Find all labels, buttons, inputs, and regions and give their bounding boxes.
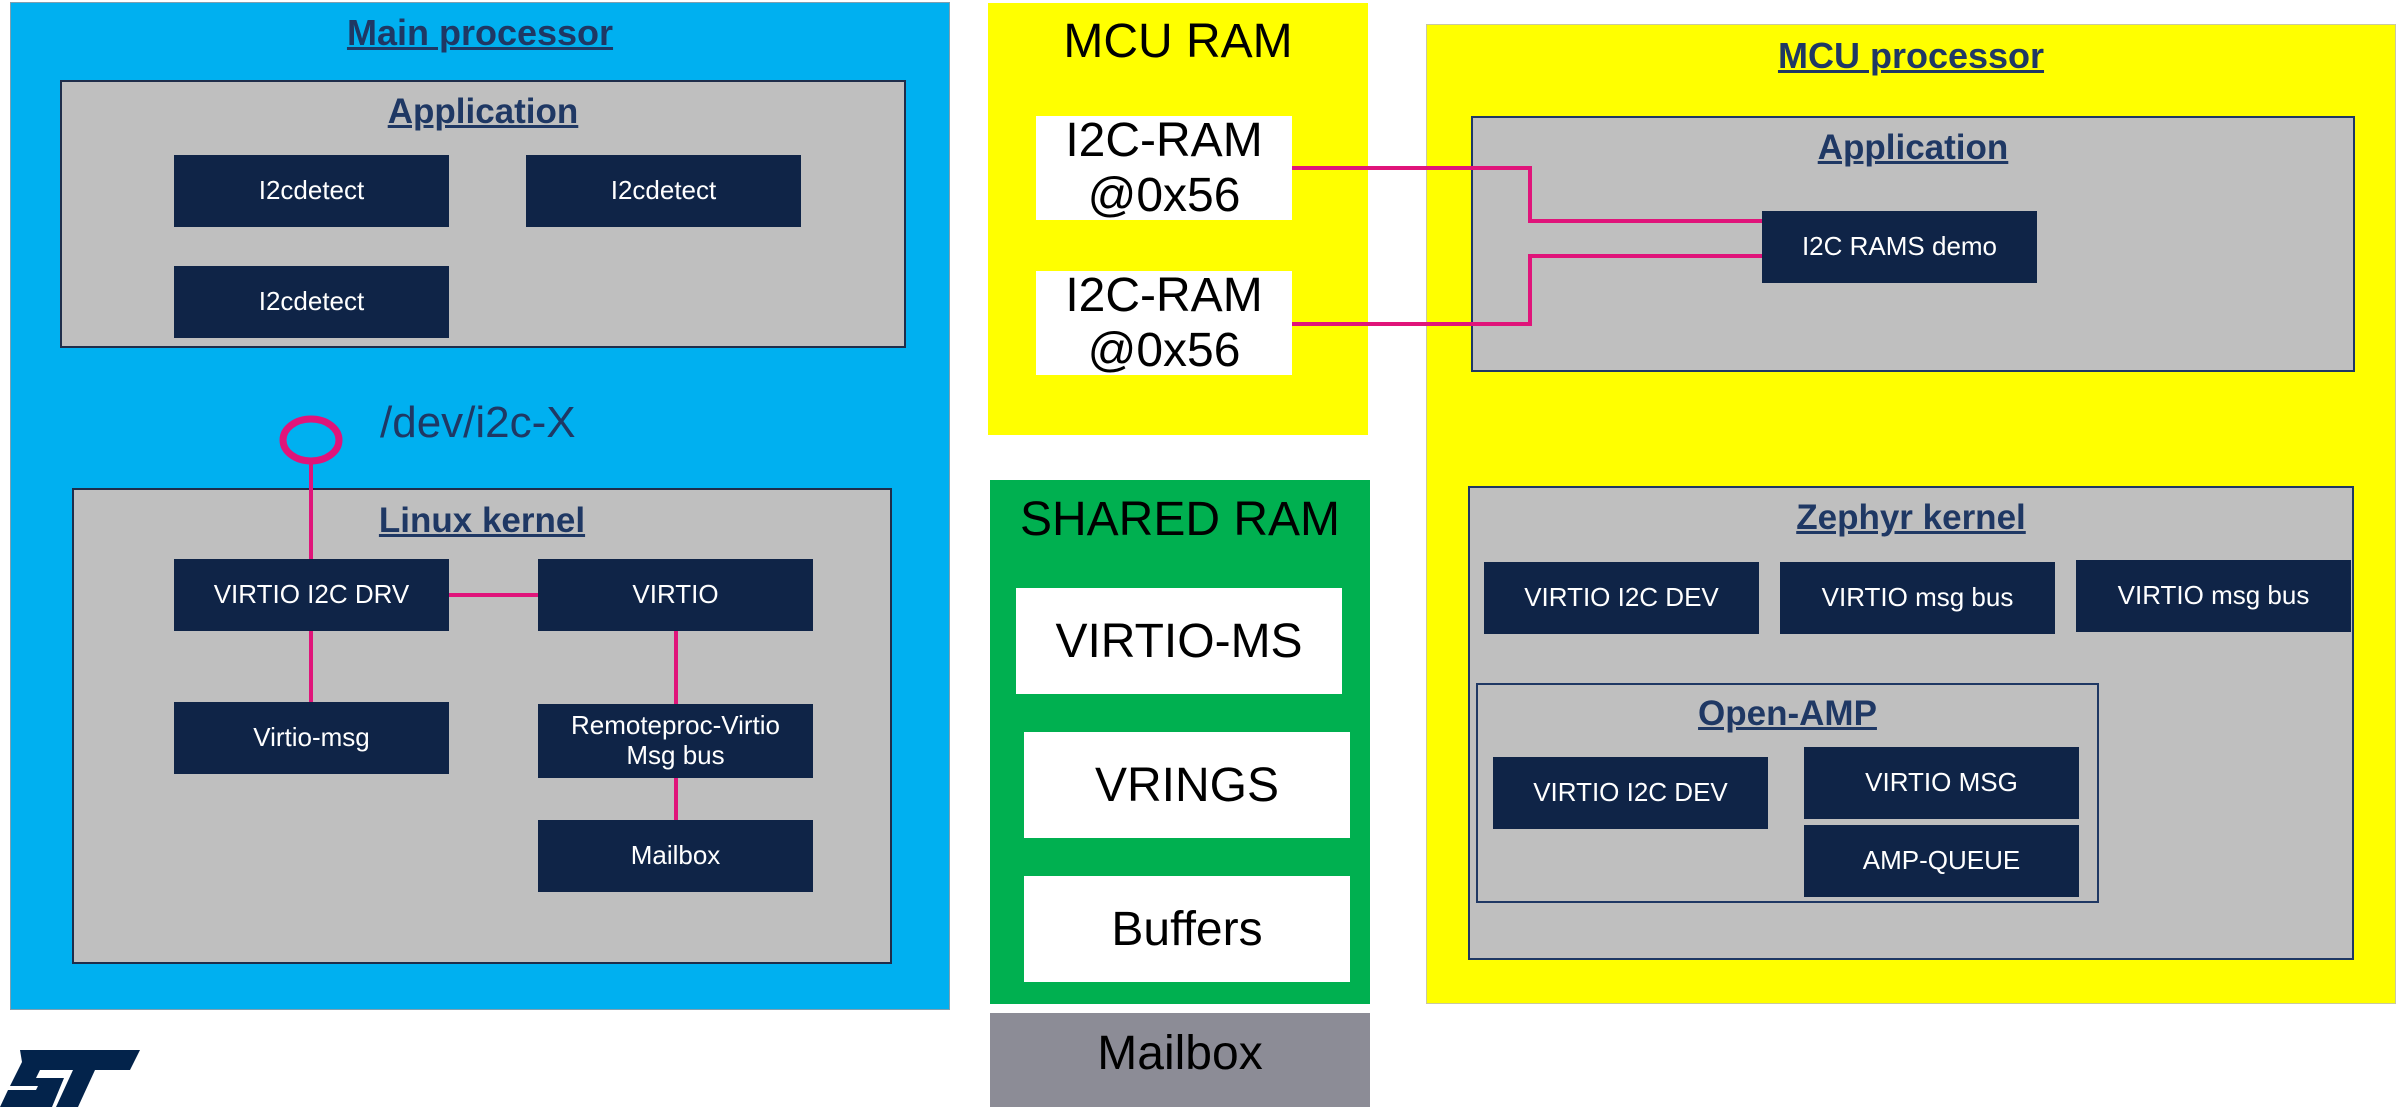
mcu-application-block [1471, 116, 2355, 372]
amp-queue-box: AMP-QUEUE [1804, 825, 2079, 897]
ram2-to-demo-line [1292, 254, 1762, 326]
mailbox-block-label: Mailbox [1097, 1027, 1263, 1080]
mcu-ram-title: MCU RAM [1063, 15, 1293, 68]
i2c-ram-1-box: I2C-RAM @0x56 [1036, 113, 1292, 222]
i2c-ram-1-line-2: @0x56 [1087, 169, 1241, 222]
openamp-virtio-msg-box: VIRTIO MSG [1804, 747, 2079, 819]
zephyr-virtio-i2c-dev-box: VIRTIO I2C DEV [1484, 562, 1759, 634]
buffers-box: Buffers [1024, 876, 1350, 982]
zephyr-kernel-title: Zephyr kernel [1796, 498, 2026, 537]
mcu-application-title: Application [1817, 128, 2009, 167]
vrings-box: VRINGS [1024, 732, 1350, 838]
main-application-title: Application [387, 92, 579, 131]
remoteproc-line-2: Msg bus [626, 740, 725, 770]
virtio-msg-box: Virtio-msg [174, 702, 449, 774]
linux-mailbox-box: Mailbox [538, 820, 813, 892]
i2cdetect-box-2: I2cdetect [526, 155, 801, 227]
i2c-ram-2-box: I2C-RAM @0x56 [1036, 268, 1292, 377]
virtio-i2c-drv-box: VIRTIO I2C DRV [174, 559, 449, 631]
i2c-rams-demo-box: I2C RAMS demo [1762, 211, 2037, 283]
virtio-ms-box: VIRTIO-MS [1016, 588, 1342, 694]
remoteproc-line-1: Remoteproc-Virtio [570, 710, 781, 741]
i2c-ram-1-line-1: I2C-RAM [1065, 113, 1263, 167]
i2c-ram-2-line-1: I2C-RAM [1065, 268, 1263, 322]
remoteproc-virtio-box: Remoteproc-Virtio Msg bus [538, 704, 813, 778]
i2c-ram-2-line-2: @0x56 [1087, 324, 1241, 377]
i2cdetect-box-3: I2cdetect [174, 266, 449, 338]
open-amp-title: Open-AMP [1698, 694, 1877, 733]
openamp-virtio-i2c-dev-box: VIRTIO I2C DEV [1493, 757, 1768, 829]
zephyr-virtio-msg-bus-box-2: VIRTIO msg bus [2076, 560, 2351, 632]
dev-i2c-label: /dev/i2c-X [380, 398, 576, 447]
dev-node-circle [279, 415, 343, 465]
ram1-to-demo-line [1292, 166, 1762, 223]
shared-ram-title: SHARED RAM [1019, 493, 1341, 546]
main-processor-title: Main processor [346, 12, 614, 53]
st-logo [0, 1050, 140, 1107]
zephyr-virtio-msg-bus-box-1: VIRTIO msg bus [1780, 562, 2055, 634]
mcu-processor-title: MCU processor [1777, 35, 2045, 76]
virtio-box: VIRTIO [538, 559, 813, 631]
i2cdetect-box-1: I2cdetect [174, 155, 449, 227]
mailbox-block [990, 1013, 1370, 1107]
linux-kernel-title: Linux kernel [378, 501, 586, 540]
